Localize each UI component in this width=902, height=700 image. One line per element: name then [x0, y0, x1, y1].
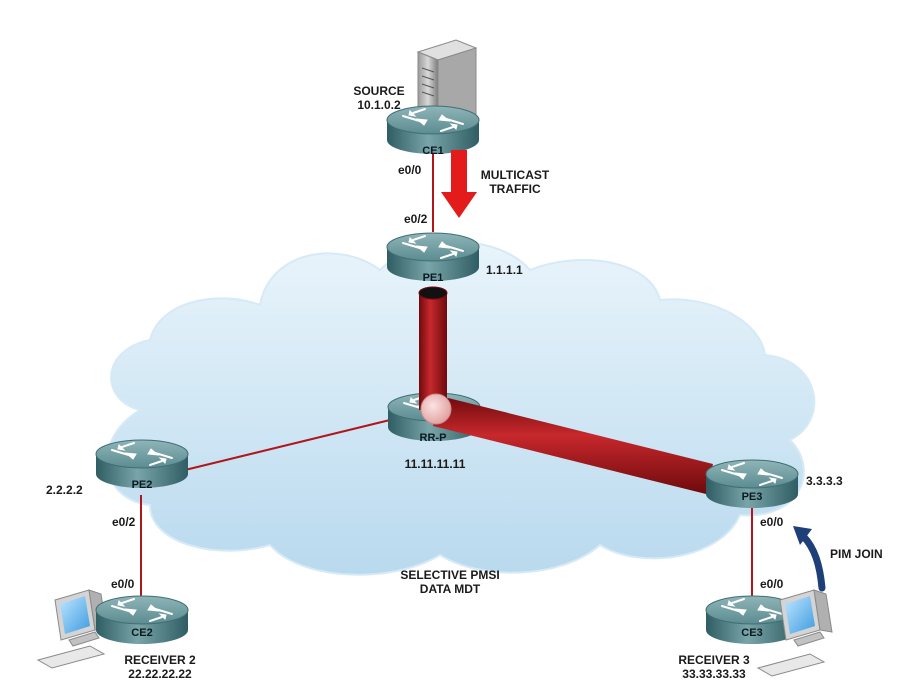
- router-ce3-name: CE3: [741, 627, 763, 639]
- pmsi-line2: DATA MDT: [419, 582, 481, 596]
- multicast-arrow-icon: [441, 150, 477, 218]
- receiver2-label: RECEIVER 2: [124, 653, 196, 667]
- ce3-interface-e00: e0/0: [760, 577, 784, 591]
- pim-join-arrow-icon: [793, 526, 826, 592]
- router-pe3-name: PE3: [741, 491, 763, 503]
- router-ce2-name: CE2: [131, 627, 153, 639]
- ce2-interface-e00: e0/0: [111, 577, 135, 591]
- rrp-ip: 11.11.11.11: [404, 457, 466, 471]
- router-ce1-name: CE1: [422, 145, 444, 157]
- tunnel-junction: [420, 393, 452, 425]
- pe1-ip: 1.1.1.1: [486, 263, 523, 277]
- receiver3-label: RECEIVER 3: [678, 653, 750, 667]
- router-rrp-name: RR-P: [419, 432, 447, 444]
- pe3-interface-e00: e0/0: [760, 515, 784, 529]
- source-label: SOURCE: [353, 84, 405, 98]
- data-mdt-tunnel: [418, 286, 713, 494]
- pe2-ip: 2.2.2.2: [46, 483, 83, 497]
- pim-join-label: PIM JOIN: [830, 547, 883, 561]
- pe1-interface-e02: e0/2: [404, 212, 428, 226]
- pe2-interface-e02: e0/2: [112, 515, 136, 529]
- ce1-interface-e00: e0/0: [398, 163, 422, 177]
- multicast-traffic-line2: TRAFFIC: [489, 182, 541, 196]
- pc-receiver3-icon: [756, 589, 833, 677]
- links: [140, 150, 753, 600]
- receiver2-ip: 22.22.22.22: [128, 667, 192, 681]
- link-pe2-rrp: [184, 419, 391, 471]
- tunnel-rrp-pe3: [433, 396, 713, 494]
- pe3-ip: 3.3.3.3: [806, 474, 843, 488]
- router-pe1-name: PE1: [422, 272, 444, 284]
- router-pe2-name: PE2: [131, 479, 153, 491]
- source-ip: 10.1.0.2: [357, 98, 401, 112]
- pc-receiver2-icon: [36, 589, 108, 669]
- tunnel-opening: [418, 286, 448, 300]
- tunnel-pe1-rrp: [419, 292, 447, 410]
- pmsi-line1: SELECTIVE PMSI: [400, 568, 500, 582]
- multicast-traffic-line1: MULTICAST: [480, 168, 550, 182]
- receiver3-ip: 33.33.33.33: [682, 667, 746, 681]
